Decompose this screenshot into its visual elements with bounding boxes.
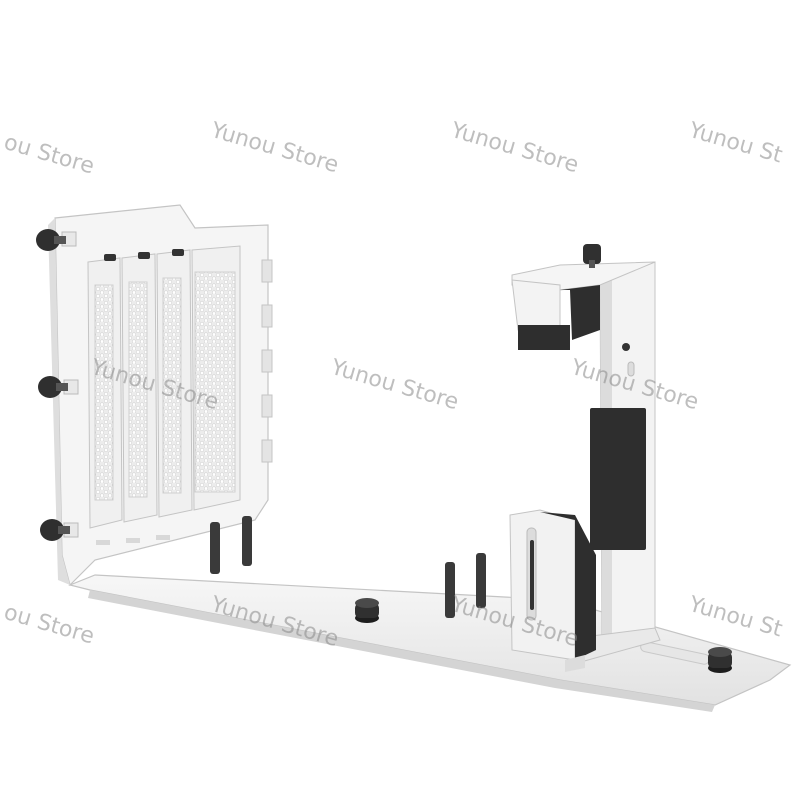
thumb-screw-icon — [708, 647, 732, 673]
bottom-cradle — [509, 509, 596, 672]
standoff-icon — [210, 516, 486, 618]
slot-cover-3 — [156, 249, 193, 518]
foam-pad-icon — [518, 325, 570, 350]
frame-tabs — [261, 259, 273, 463]
top-clamp — [511, 244, 656, 350]
thumb-screw-icon — [36, 229, 77, 251]
slot-screws — [104, 249, 184, 261]
hex-vent-icon — [194, 271, 236, 493]
slot-cover-2 — [121, 253, 158, 523]
slot-cover-1 — [87, 257, 123, 529]
slot-cover-4-vent — [191, 245, 241, 511]
foam-pad-icon — [590, 408, 646, 550]
thumb-screw-icon — [583, 244, 601, 264]
pcie-slot-frame — [48, 204, 273, 587]
thumb-screw-icon — [40, 519, 79, 541]
thumb-screw-icon — [38, 376, 79, 398]
thumb-screw-icon — [355, 598, 379, 623]
base-plate — [68, 574, 792, 712]
